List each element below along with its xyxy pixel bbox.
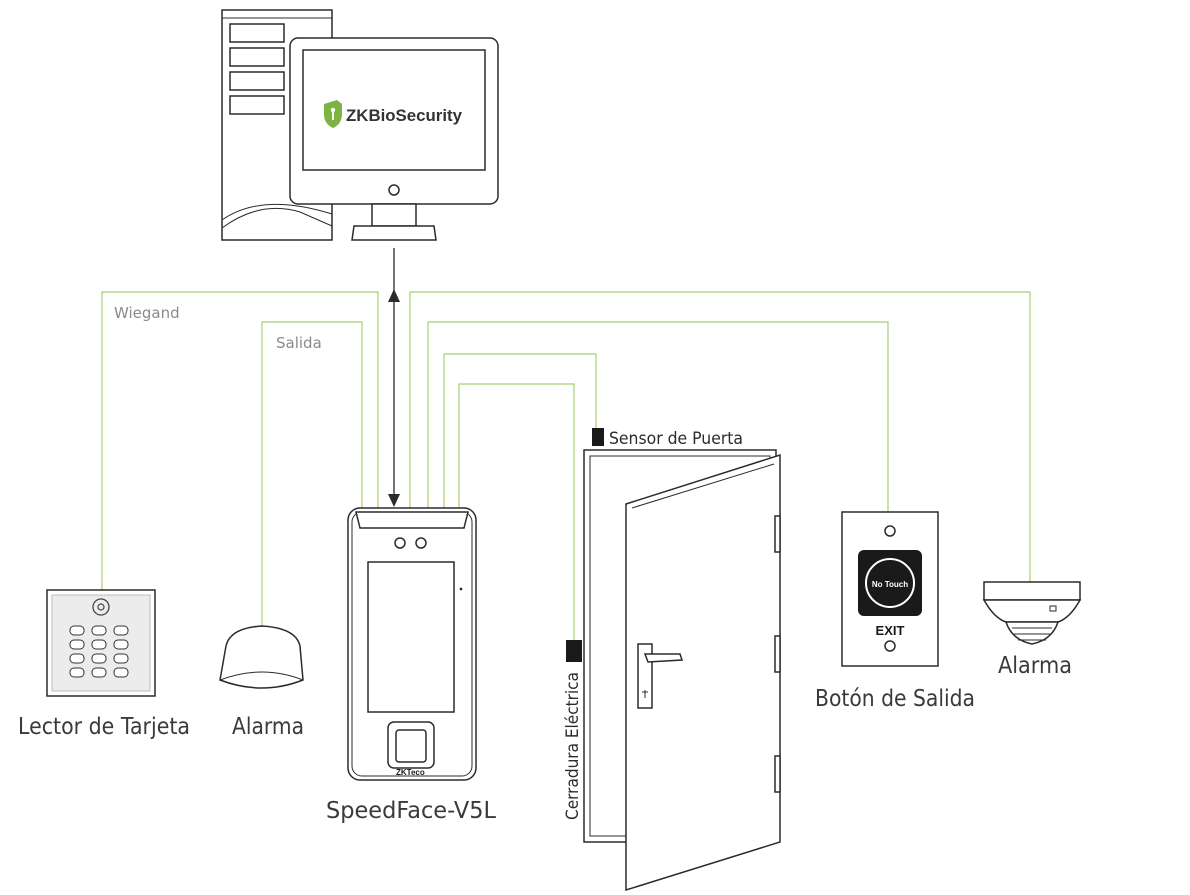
wiring <box>101 248 1031 640</box>
door-handle-icon <box>637 643 684 709</box>
power-icon <box>388 184 400 196</box>
output-label: Salida <box>276 334 322 352</box>
wire-door-sensor <box>443 353 597 508</box>
exit-button-label: Botón de Salida <box>815 686 975 712</box>
alarm-left-label: Alarma <box>232 714 304 740</box>
nfc-icon <box>92 598 110 616</box>
brand-name: ZKBioSecurity <box>346 106 463 125</box>
wiegand-label: Wiegand <box>114 304 180 322</box>
arrow-up-icon <box>388 289 400 302</box>
alarm-right <box>982 581 1082 645</box>
monitor-stand <box>371 203 417 227</box>
electric-lock <box>566 640 582 662</box>
door-sensor <box>592 428 604 446</box>
camera-icon <box>394 537 406 549</box>
exit-button: No Touch EXIT <box>841 511 939 667</box>
wire-output-alarm <box>261 321 363 628</box>
exit-button-face: No Touch <box>872 580 908 589</box>
alarm-right-label: Alarma <box>998 653 1072 679</box>
server-computer: ZKBioSecurity <box>221 9 499 241</box>
card-reader <box>46 589 156 697</box>
wire-wiegand <box>101 291 379 590</box>
zkbiosecurity-logo: ZKBioSecurity <box>324 100 463 128</box>
speedface-terminal: ZKTeco <box>347 507 477 781</box>
door-sensor-label: Sensor de Puerta <box>609 429 743 449</box>
electric-lock-label: Cerradura Eléctrica <box>563 672 583 820</box>
terminal-label: SpeedFace-V5L <box>326 798 496 824</box>
arrow-down-icon <box>388 494 400 507</box>
terminal-logo: ZKTeco <box>396 768 425 777</box>
alarm-left <box>219 625 304 689</box>
wire-electric-lock <box>458 383 575 640</box>
card-reader-label: Lector de Tarjeta <box>18 714 190 740</box>
camera-icon <box>415 537 427 549</box>
door <box>566 428 781 892</box>
touch-icon <box>865 558 915 608</box>
door-leaf <box>625 453 781 892</box>
wire-exit-button <box>427 321 889 514</box>
terminal-screen <box>367 561 455 713</box>
keypad <box>69 625 129 678</box>
wire-alarm-right <box>409 291 1031 582</box>
exit-button-text: EXIT <box>876 623 905 638</box>
